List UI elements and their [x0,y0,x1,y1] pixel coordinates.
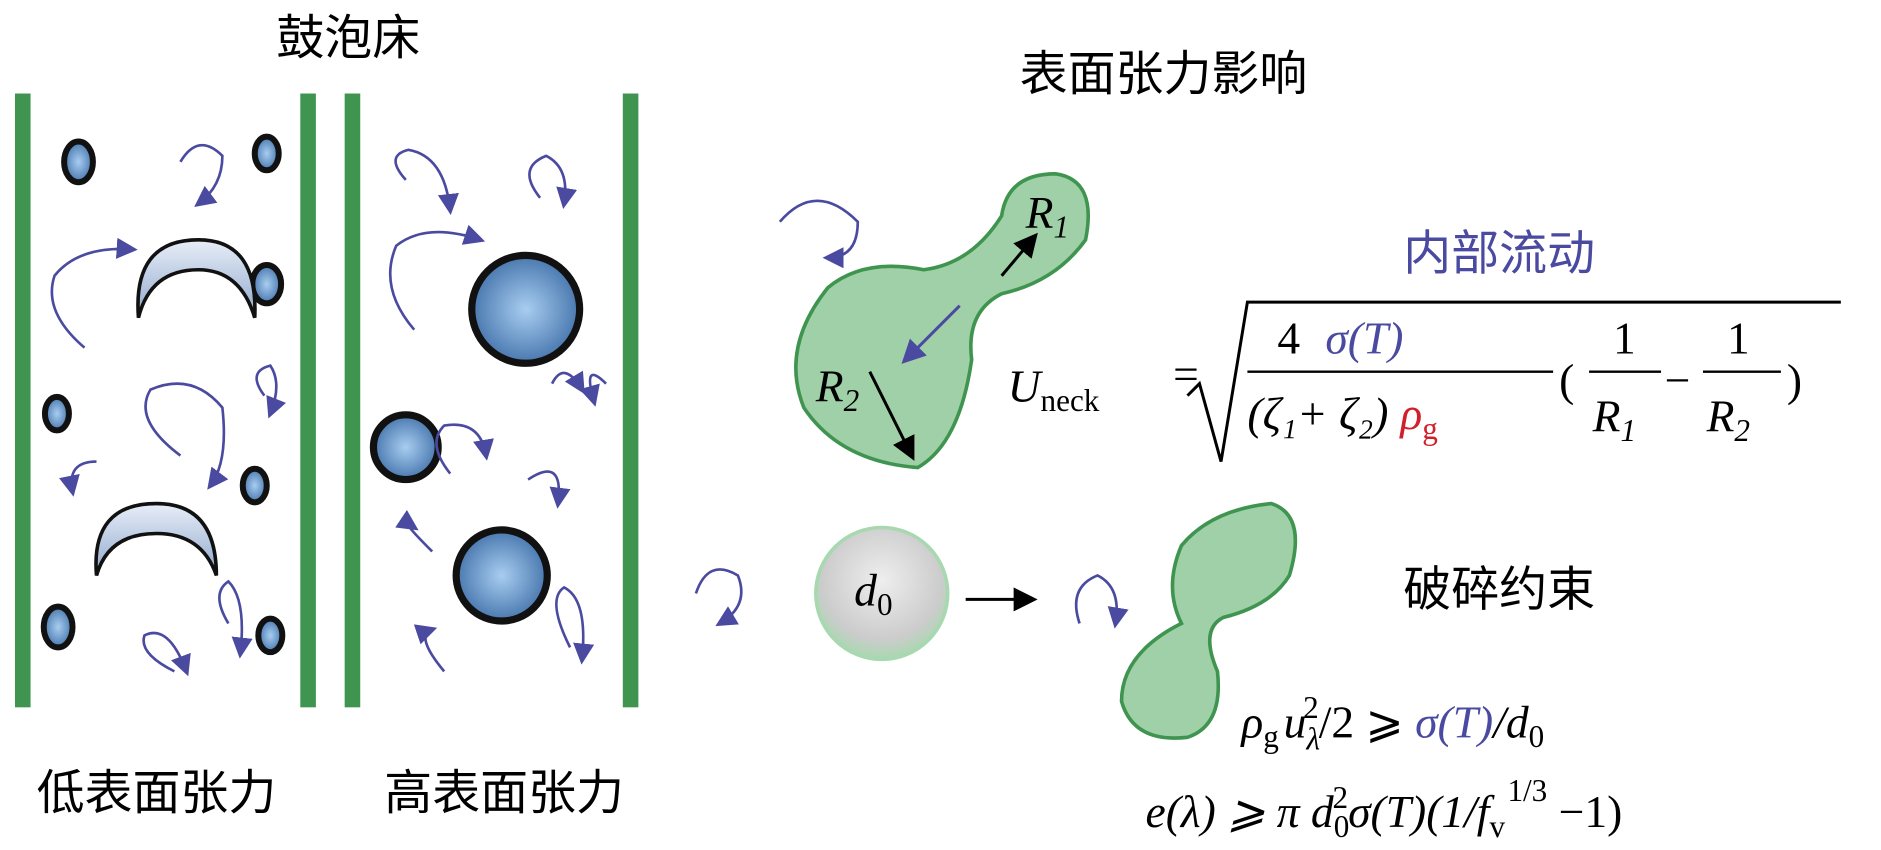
internal-flow-label: 内部流动 [1403,226,1595,282]
svg-text:=: = [1173,349,1199,400]
constraint-formula-2: e(λ) ⩾ π d02σ(T)(1/fv1/3 −1) [1146,773,1623,844]
svg-text:): ) [1787,355,1802,406]
neck-velocity-formula: Uneck = 4 σ(T) (ζ₁+ ζ₂)ρg ( 1 R1 − 1 R2 … [1008,300,1841,462]
internal-flow-arrow [901,304,961,364]
vortex-icon [1074,574,1129,629]
droplet-d0 [814,525,950,662]
r2-arrow [868,370,915,461]
d0-label: d0 [854,564,892,622]
r1-arrow [1000,232,1038,277]
r2-label: R2 [815,361,859,419]
small-bubbles-low-tension [40,133,286,656]
svg-text:σ(T): σ(T) [1325,313,1403,364]
breakup-constraint-label: 破碎约束 [1403,561,1595,617]
r1-label: R1 [1025,187,1069,245]
flow-vortices [50,144,607,677]
svg-text:1: 1 [1727,313,1750,364]
svg-text:−: − [1665,355,1691,406]
large-bubbles-high-tension [369,251,584,625]
svg-text:(: ( [1559,355,1574,406]
low-tension-label: 低表面张力 [37,765,277,821]
svg-text:R1: R1 [1592,391,1636,449]
svg-text:1: 1 [1613,313,1636,364]
surface-tension-effect-title: 表面张力影响 [1020,46,1308,102]
bubble-bed-title: 鼓泡床 [276,10,420,66]
cap-bubbles [94,237,257,577]
svg-text:Uneck: Uneck [1008,361,1100,419]
svg-text:4: 4 [1277,313,1300,364]
svg-text:(ζ₁+ ζ₂)ρg: (ζ₁+ ζ₂)ρg [1247,388,1437,446]
column-walls [14,93,639,708]
svg-text:R2: R2 [1706,391,1750,449]
vortex-icon [694,568,743,627]
high-tension-label: 高表面张力 [384,765,624,821]
breaking-bubble [1119,501,1298,740]
vortex-icon [778,199,860,269]
sqrt-sign [1186,300,1841,462]
